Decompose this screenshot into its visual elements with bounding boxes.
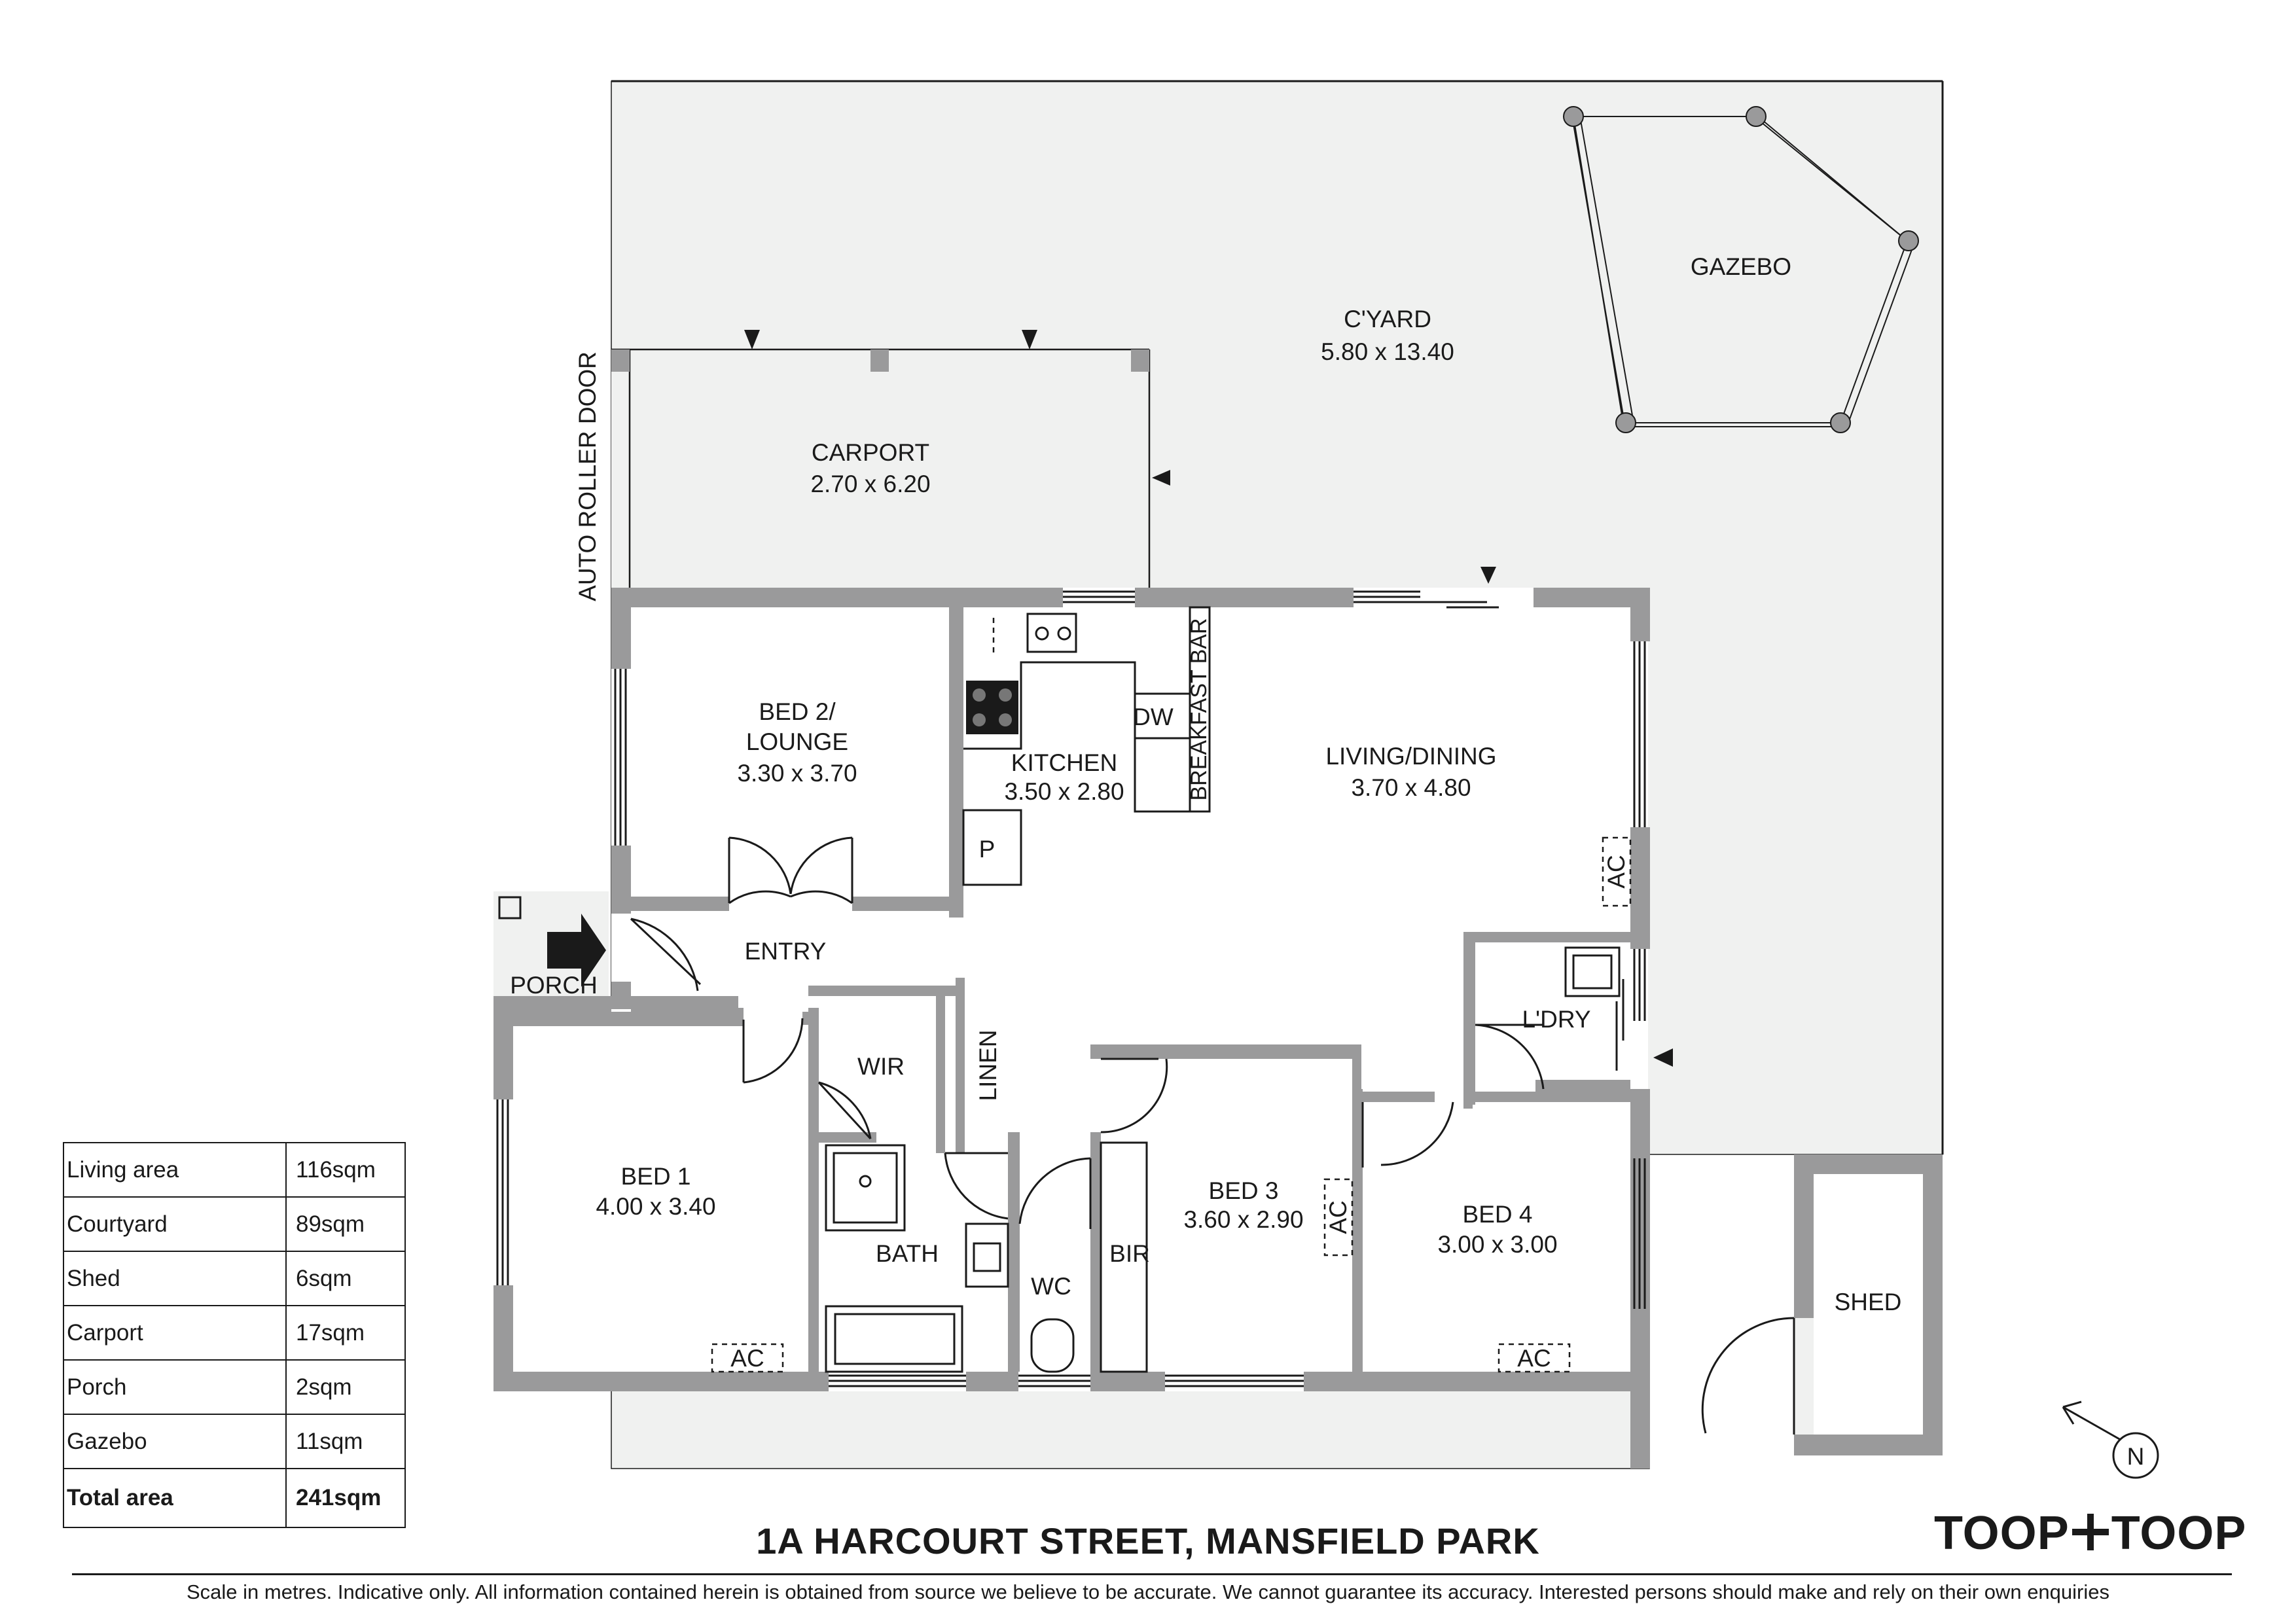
footer-divider	[72, 1573, 2232, 1575]
bathroom-fixtures	[825, 1144, 1075, 1373]
area-value: 89sqm	[285, 1196, 406, 1252]
shed	[1701, 1154, 1943, 1455]
carport-side-marker	[1152, 470, 1170, 486]
brand-left: TOOP	[1934, 1507, 2070, 1560]
bed1-dims: 4.00 x 3.40	[596, 1193, 715, 1220]
brand-right: TOOP	[2111, 1507, 2247, 1560]
plus-icon	[2072, 1514, 2109, 1550]
compass-label: N	[2127, 1443, 2145, 1470]
area-label: Shed	[63, 1251, 287, 1306]
gazebo	[1563, 106, 1919, 433]
bed2-label-line1: BED 2/	[759, 698, 836, 725]
area-label: Gazebo	[63, 1414, 287, 1469]
area-label: Courtyard	[63, 1196, 287, 1252]
laundry-door-marker	[1653, 1048, 1673, 1067]
laundry-label: L'DRY	[1522, 1006, 1590, 1033]
ac-label-bed4: AC	[1517, 1345, 1551, 1372]
auto-roller-door-label: AUTO ROLLER DOOR	[574, 351, 601, 601]
property-address: 1A HARCOURT STREET, MANSFIELD PARK	[756, 1520, 1540, 1561]
carport-door-marker	[1022, 330, 1037, 349]
area-value: 116sqm	[285, 1142, 406, 1198]
area-label: Porch	[63, 1359, 287, 1415]
bed1-label: BED 1	[621, 1163, 691, 1190]
area-label: Total area	[63, 1468, 287, 1528]
ac-label-living: AC	[1603, 855, 1630, 888]
carport-label: CARPORT	[812, 439, 929, 466]
internal-walls	[513, 607, 1630, 1372]
bed4-dims: 3.00 x 3.00	[1437, 1231, 1557, 1258]
area-label: Living area	[63, 1142, 287, 1198]
wc-label: WC	[1031, 1273, 1071, 1300]
kitchen-label: KITCHEN	[1011, 749, 1117, 776]
ac-label-bed3: AC	[1325, 1200, 1352, 1234]
cooktop	[966, 681, 1018, 734]
porch-label: PORCH	[510, 972, 598, 999]
living-dims: 3.70 x 4.80	[1351, 774, 1471, 801]
area-value: 2sqm	[285, 1359, 406, 1415]
living-label: LIVING/DINING	[1325, 743, 1496, 770]
bed4-label: BED 4	[1463, 1201, 1533, 1228]
bath-label: BATH	[876, 1240, 939, 1267]
disclaimer: Scale in metres. Indicative only. All in…	[186, 1580, 2109, 1603]
compass: N	[2062, 1400, 2159, 1479]
breakfast-bar-label: BREAKFAST BAR	[1187, 618, 1211, 800]
gazebo-label: GAZEBO	[1691, 253, 1791, 280]
entry-door	[630, 918, 702, 991]
kitchen-fixtures	[962, 606, 1211, 886]
bir-label: BIR	[1109, 1240, 1150, 1267]
kitchen-dims: 3.50 x 2.80	[1004, 778, 1124, 805]
area-value: 17sqm	[285, 1305, 406, 1361]
entry-arrow	[547, 914, 606, 987]
dishwasher-label: DW	[1133, 704, 1174, 730]
windows	[496, 590, 1646, 1387]
wir-label: WIR	[857, 1053, 905, 1080]
area-value: 241sqm	[285, 1468, 406, 1528]
living-door-marker	[1480, 567, 1496, 584]
bed2-dims: 3.30 x 3.70	[737, 760, 857, 787]
area-value: 6sqm	[285, 1251, 406, 1306]
kitchen-sink	[1026, 613, 1077, 653]
carport-dims: 2.70 x 6.20	[810, 471, 930, 497]
carport-door-marker	[744, 330, 760, 349]
entry-label: ENTRY	[745, 938, 827, 965]
area-value: 11sqm	[285, 1414, 406, 1469]
cyard-dims: 5.80 x 13.40	[1321, 338, 1454, 365]
bed3-dims: 3.60 x 2.90	[1183, 1206, 1303, 1233]
pantry-label: P	[979, 836, 996, 863]
linen-label: LINEN	[975, 1030, 1001, 1101]
cyard-label: C'YARD	[1344, 306, 1431, 332]
area-label: Carport	[63, 1305, 287, 1361]
bed3-label: BED 3	[1209, 1177, 1279, 1204]
brand-logo: TOOP TOOP	[1934, 1507, 2246, 1560]
shed-label: SHED	[1835, 1289, 1902, 1315]
bed2-label-line2: LOUNGE	[746, 728, 848, 755]
ac-label-bed1: AC	[730, 1345, 764, 1372]
